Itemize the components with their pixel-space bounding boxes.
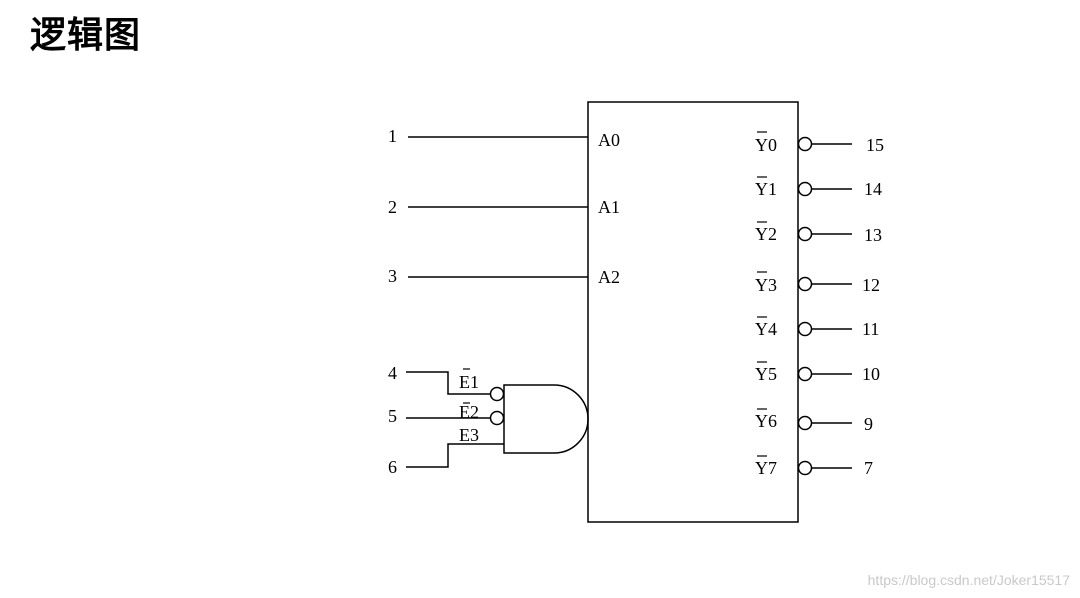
inversion-bubble — [797, 415, 813, 431]
pin-number: 2 — [388, 197, 397, 217]
page-title: 逻辑图 — [30, 15, 142, 56]
output-label: Y4 — [755, 319, 777, 339]
and-gate — [503, 384, 589, 454]
watermark: https://blog.csdn.net/Joker15517 — [867, 572, 1070, 588]
input-label: A2 — [598, 267, 620, 287]
address-input-a1: 2 A1 — [388, 197, 620, 217]
output-label: Y3 — [755, 275, 777, 295]
input-label: E3 — [459, 425, 479, 445]
output-y1: Y1 14 — [755, 176, 882, 199]
output-label: Y7 — [755, 458, 777, 478]
pin-number: 12 — [862, 275, 880, 295]
pin-number: 3 — [388, 266, 397, 286]
chip-body — [587, 101, 799, 523]
inversion-bubble — [797, 366, 813, 382]
output-label: Y2 — [755, 224, 777, 244]
pin-number: 9 — [864, 414, 873, 434]
pin-number: 7 — [864, 458, 873, 478]
output-label: Y1 — [755, 179, 777, 199]
input-label: A0 — [598, 130, 620, 150]
enable-input-e1: 4 E1 — [388, 363, 505, 402]
enable-input-e3: 6 E3 — [388, 425, 504, 477]
inversion-bubble — [489, 386, 505, 402]
output-y4: Y4 11 — [755, 316, 879, 339]
pin-number: 11 — [862, 319, 879, 339]
pin-number: 1 — [388, 126, 397, 146]
input-label: A1 — [598, 197, 620, 217]
inversion-bubble — [797, 276, 813, 292]
pin-number: 10 — [862, 364, 880, 384]
inversion-bubble — [797, 460, 813, 476]
output-y3: Y3 12 — [755, 271, 880, 295]
pin-number: 14 — [864, 179, 882, 199]
pin-number: 15 — [866, 135, 884, 155]
inversion-bubble — [797, 181, 813, 197]
output-label: Y6 — [755, 411, 777, 431]
input-label: E2 — [459, 402, 479, 422]
output-y2: Y2 13 — [755, 221, 882, 245]
output-label: Y0 — [755, 135, 777, 155]
output-y7: Y7 7 — [755, 455, 873, 478]
pin-number: 5 — [388, 406, 397, 426]
input-label: E1 — [459, 372, 479, 392]
pin-number: 13 — [864, 225, 882, 245]
pin-number: 6 — [388, 457, 397, 477]
inversion-bubble — [797, 136, 813, 152]
output-y5: Y5 10 — [755, 361, 880, 384]
address-input-a2: 3 A2 — [388, 266, 620, 287]
output-y0: Y0 15 — [755, 131, 884, 155]
inversion-bubble — [797, 321, 813, 337]
address-input-a0: 1 A0 — [388, 126, 620, 150]
output-y6: Y6 9 — [755, 408, 873, 434]
pin-number: 4 — [388, 363, 397, 383]
output-label: Y5 — [755, 364, 777, 384]
inversion-bubble — [797, 226, 813, 242]
enable-input-e2: 5 E2 — [388, 402, 505, 426]
inversion-bubble — [489, 410, 505, 426]
